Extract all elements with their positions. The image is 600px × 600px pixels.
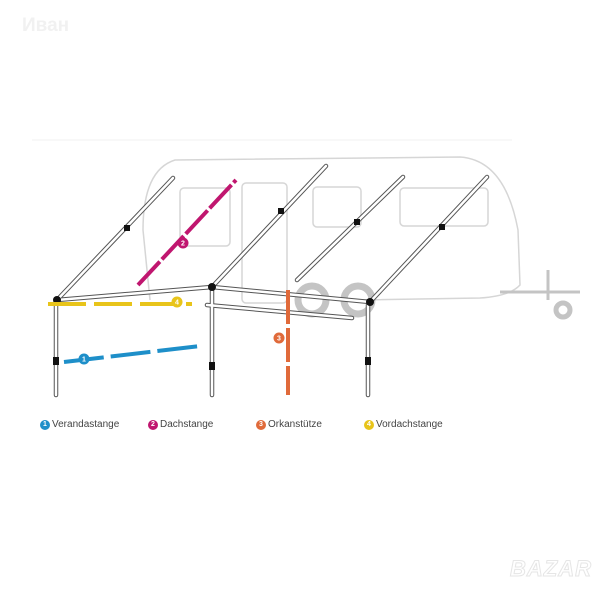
watermark: Иван [22, 15, 70, 36]
marker-4: 4 [175, 300, 179, 307]
caravan-drawbar [500, 270, 580, 320]
bazar-logo: BAZAR [510, 556, 592, 582]
legend-item-orkanstuetze: 3 Orkanstütze [256, 419, 322, 430]
legend-number: 1 [40, 419, 50, 430]
legend-number: 2 [148, 419, 158, 430]
roof-rafters [53, 163, 490, 398]
legend-label: Verandastange [52, 419, 120, 430]
legend-number: 3 [256, 419, 266, 430]
legend-item-dachstange: 2 Dachstange [148, 419, 213, 430]
marker-3: 3 [277, 336, 281, 343]
dachstange [136, 178, 238, 287]
legend-label: Orkanstütze [268, 419, 322, 430]
caravan-outline [142, 156, 521, 304]
marker-2: 2 [181, 241, 185, 248]
legend: 1 Verandastange 2 Dachstange 3 Orkanstüt… [40, 419, 460, 435]
joints [53, 208, 445, 370]
legend-label: Dachstange [160, 419, 214, 430]
legend-item-verandastange: 1 Verandastange [40, 419, 119, 430]
marker-1: 1 [82, 357, 86, 364]
legend-item-vordachstange: 4 Vordachstange [364, 419, 443, 430]
legend-number: 4 [364, 419, 374, 430]
legend-label: Vordachstange [376, 419, 443, 430]
